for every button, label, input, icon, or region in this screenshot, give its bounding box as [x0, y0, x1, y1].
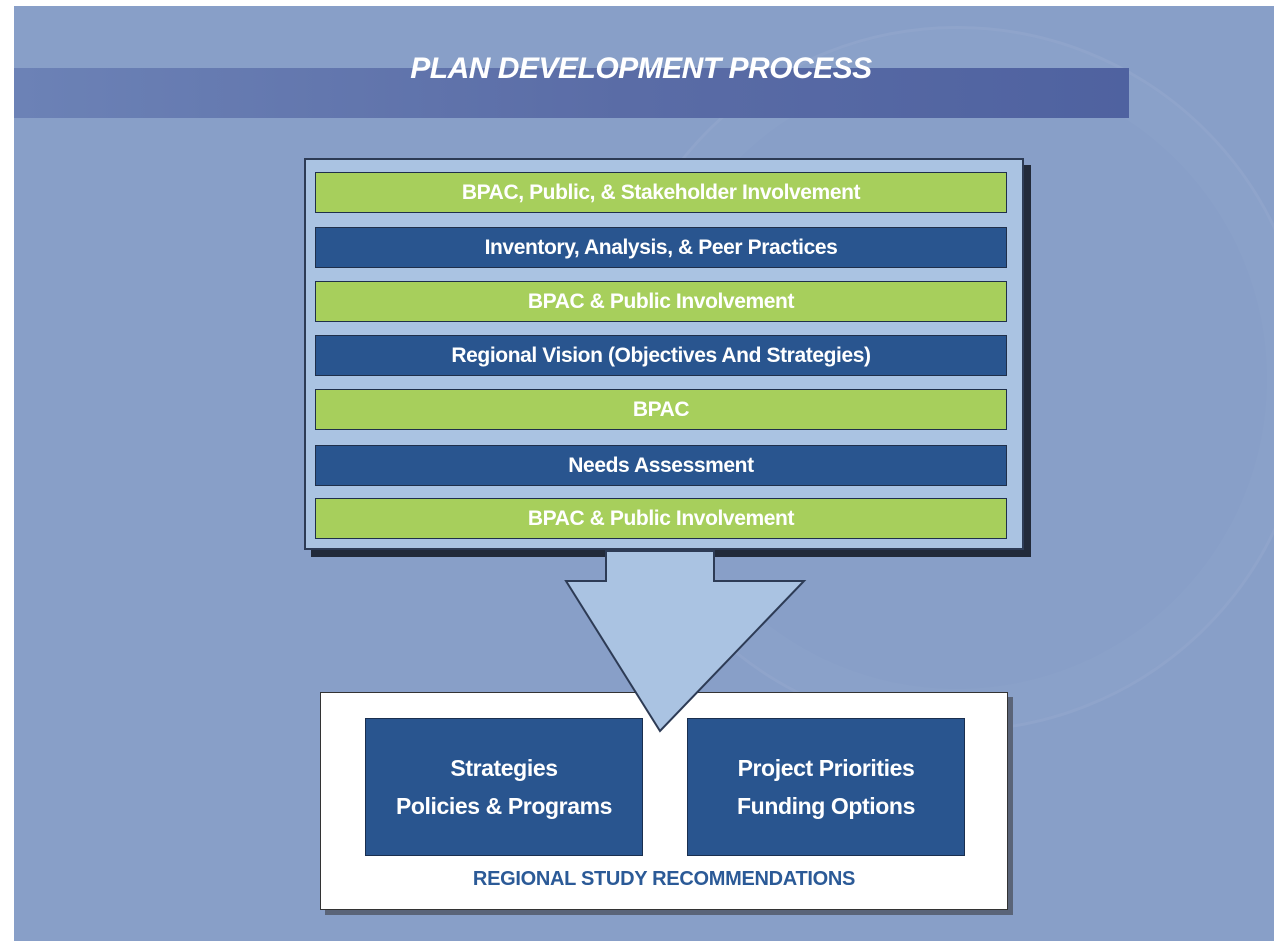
process-steps-panel: BPAC, Public, & Stakeholder Involvement …	[304, 158, 1024, 550]
policies-programs-label: Policies & Programs	[395, 793, 613, 819]
diagram-title: PLAN DEVELOPMENT PROCESS	[410, 52, 872, 85]
step-inventory-analysis: Inventory, Analysis, & Peer Practices	[315, 227, 1007, 268]
diagram-canvas: PLAN DEVELOPMENT PROCESS BPAC, Public, &…	[14, 6, 1274, 941]
strategies-box: Strategies Policies & Programs	[365, 718, 643, 856]
step-regional-vision: Regional Vision (Objectives And Strategi…	[315, 335, 1007, 376]
step-public-involvement-1: BPAC & Public Involvement	[315, 281, 1007, 322]
funding-options-label: Funding Options	[737, 793, 915, 819]
step-public-involvement-2: BPAC & Public Involvement	[315, 498, 1007, 539]
recommendations-panel: Strategies Policies & Programs Project P…	[320, 692, 1008, 910]
strategies-label: Strategies	[450, 755, 558, 781]
title-band	[14, 68, 1129, 118]
recommendations-caption: REGIONAL STUDY RECOMMENDATIONS	[472, 868, 856, 890]
project-priorities-label: Project Priorities	[737, 755, 915, 781]
step-needs-assessment: Needs Assessment	[315, 445, 1007, 486]
step-bpac: BPAC	[315, 389, 1007, 430]
step-stakeholder-involvement: BPAC, Public, & Stakeholder Involvement	[315, 172, 1007, 213]
project-priorities-box: Project Priorities Funding Options	[687, 718, 965, 856]
